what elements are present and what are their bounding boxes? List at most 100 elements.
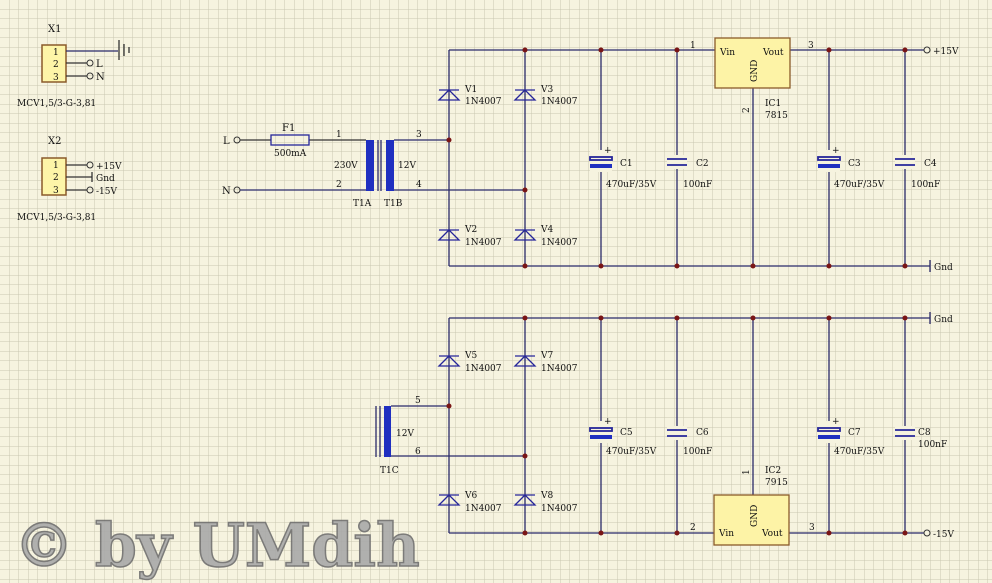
diode-value: 1N4007 xyxy=(541,238,578,248)
x1-part: MCV1,5/3-G-3,81 xyxy=(17,99,96,109)
transformer-t1c[interactable]: 5 6 12V T1C xyxy=(375,396,421,476)
input-n-label: N xyxy=(222,186,231,197)
cap-ref: C8 xyxy=(918,428,931,438)
diode-ref: V7 xyxy=(540,351,553,361)
pin-label: 1 xyxy=(53,161,59,171)
primary-voltage: 230V xyxy=(334,161,358,171)
cap-ref: C2 xyxy=(696,159,709,169)
ic-value: 7815 xyxy=(765,111,788,121)
diode-ref: V3 xyxy=(540,85,553,95)
watermark: © by UMdih xyxy=(14,511,420,581)
cap-value: 470uF/35V xyxy=(834,447,885,457)
transformer-t1[interactable]: 1 2 3 4 230V 12V T1A T1B xyxy=(334,130,422,209)
x2-label: X2 xyxy=(48,136,61,147)
pin-name: Vin xyxy=(718,529,734,539)
diode-ref: V5 xyxy=(464,351,477,361)
connector-x1[interactable]: X1 1 2 3 L N MCV1,5/3-G-3,81 xyxy=(17,24,130,109)
t1c-label: T1C xyxy=(380,466,399,476)
cap-value: 100nF xyxy=(918,440,947,450)
regulator-ic2[interactable]: Vin Vout GND 1 2 3 IC2 7915 xyxy=(690,466,815,546)
regulator-ic1[interactable]: Vin Vout GND 1 3 2 IC1 7815 xyxy=(690,37,814,121)
secondary-voltage: 12V xyxy=(396,429,414,439)
pin-label: 2 xyxy=(336,180,342,190)
cap-value: 470uF/35V xyxy=(606,447,657,457)
cap-ref: C5 xyxy=(620,428,633,438)
pin-label: 5 xyxy=(415,396,421,406)
pin-name: Vout xyxy=(761,529,783,539)
pin-name: GND xyxy=(750,60,760,82)
pin-name: GND xyxy=(750,505,760,527)
junction-dots xyxy=(446,47,908,536)
fuse-value: 500mA xyxy=(274,149,307,159)
t1b-label: T1B xyxy=(384,199,403,209)
diode-ref: V6 xyxy=(464,491,477,501)
diode-value: 1N4007 xyxy=(541,364,578,374)
polarity-mark: + xyxy=(604,417,612,427)
pin-name: Vin xyxy=(719,48,735,58)
cap-value: 100nF xyxy=(683,180,712,190)
ground-icon xyxy=(118,40,130,60)
fuse-f1[interactable]: F1 500mA xyxy=(270,123,310,159)
pin-label: 1 xyxy=(336,130,342,140)
net-label: +15V xyxy=(96,162,122,172)
diode-value: 1N4007 xyxy=(465,97,502,107)
ic-ref: IC2 xyxy=(765,466,781,476)
net-minus15: -15V xyxy=(933,530,954,540)
pin-number: 3 xyxy=(808,41,814,51)
pin-number: 2 xyxy=(690,523,696,533)
ic-value: 7915 xyxy=(765,478,788,488)
diode-ref: V2 xyxy=(464,225,477,235)
cap-ref: C1 xyxy=(620,159,633,169)
cap-value: 100nF xyxy=(683,447,712,457)
net-gnd-top: Gnd xyxy=(934,263,953,273)
t1a-label: T1A xyxy=(353,199,372,209)
pin-number: 1 xyxy=(742,469,752,475)
pin-label: 3 xyxy=(416,130,422,140)
input-l-label: L xyxy=(223,136,230,147)
diode-value: 1N4007 xyxy=(465,238,502,248)
cap-value: 470uF/35V xyxy=(606,180,657,190)
cap-ref: C4 xyxy=(924,159,937,169)
net-label: N xyxy=(96,72,105,83)
pin-number: 2 xyxy=(742,107,752,113)
x2-part: MCV1,5/3-G-3,81 xyxy=(17,213,96,223)
fuse-label: F1 xyxy=(282,123,295,134)
connector-x2[interactable]: X2 1 2 3 +15V Gnd -15V MCV1,5/3-G-3,81 xyxy=(17,136,122,223)
pin-label: 2 xyxy=(53,173,59,183)
polarity-mark: + xyxy=(832,417,840,427)
diode-value: 1N4007 xyxy=(465,504,502,514)
pin-label: 6 xyxy=(415,447,421,457)
pin-label: 3 xyxy=(53,73,59,83)
terminal-minus15[interactable] xyxy=(923,529,931,537)
net-label: -15V xyxy=(96,187,117,197)
secondary-voltage: 12V xyxy=(398,161,416,171)
polarity-mark: + xyxy=(604,146,612,156)
net-plus15: +15V xyxy=(933,47,959,57)
pin-number: 1 xyxy=(690,41,696,51)
diode-value: 1N4007 xyxy=(465,364,502,374)
diode-value: 1N4007 xyxy=(541,97,578,107)
diode-ref: V4 xyxy=(540,225,553,235)
cap-ref: C7 xyxy=(848,428,861,438)
diode-value: 1N4007 xyxy=(541,504,578,514)
cap-value: 100nF xyxy=(911,180,940,190)
cap-ref: C3 xyxy=(848,159,861,169)
x1-label: X1 xyxy=(48,24,61,35)
terminal-plus15[interactable] xyxy=(923,46,931,54)
pin-label: 4 xyxy=(416,180,422,190)
net-label: Gnd xyxy=(96,174,115,184)
net-label: L xyxy=(96,59,103,70)
pin-number: 3 xyxy=(809,523,815,533)
ic-ref: IC1 xyxy=(765,99,781,109)
pin-label: 1 xyxy=(53,48,59,58)
polarity-mark: + xyxy=(832,146,840,156)
pin-name: Vout xyxy=(762,48,784,58)
cap-value: 470uF/35V xyxy=(834,180,885,190)
pin-label: 3 xyxy=(53,186,59,196)
cap-ref: C6 xyxy=(696,428,709,438)
net-gnd-bottom: Gnd xyxy=(934,315,953,325)
